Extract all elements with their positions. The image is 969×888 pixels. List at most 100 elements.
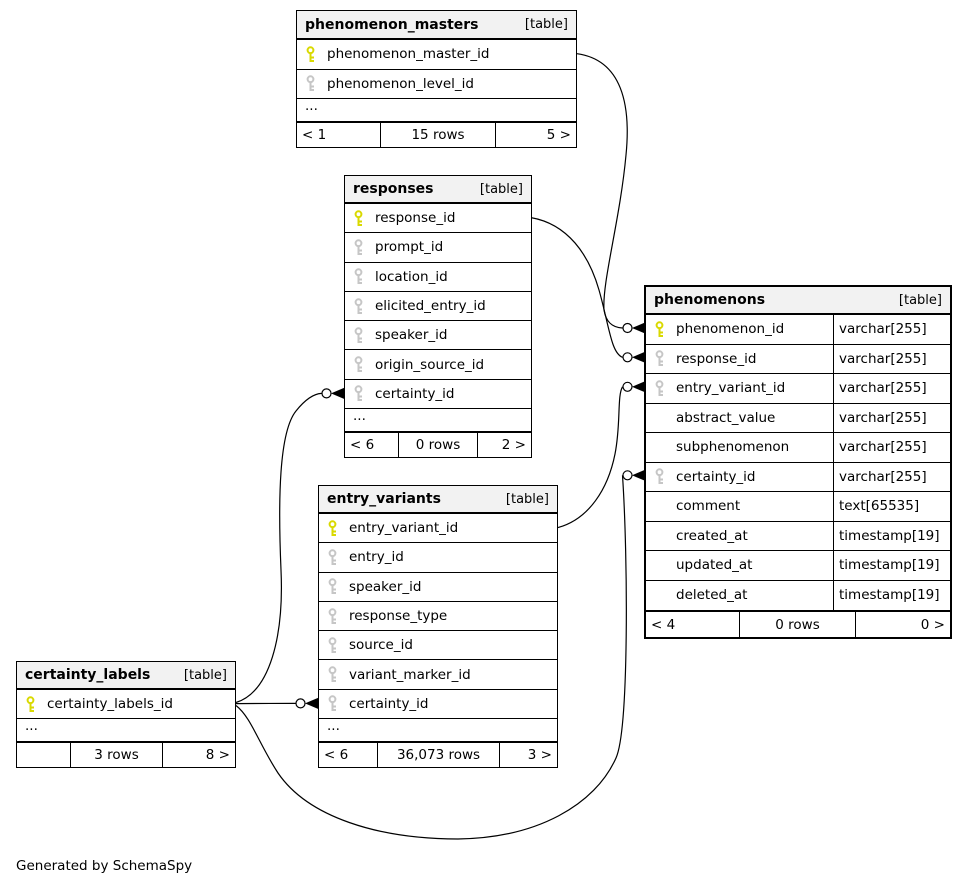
table-title[interactable]: phenomenon_masters [305,16,479,33]
column-name-label: entry_id [349,549,404,566]
key-slot [654,380,676,397]
truncated-columns-indicator: ... [327,718,340,735]
primary-key-icon [306,46,315,62]
table-type-tag: [table] [183,667,227,683]
footer-row-count: 0 rows [399,433,478,458]
table-title[interactable]: phenomenons [654,292,766,308]
column-row-response_id: response_id varchar[255] [646,344,950,374]
column-row-certainty_id: certainty_id [319,690,557,720]
edge-certainty_labels-entry_variants [235,697,318,709]
column-type-label: varchar[255] [833,462,950,491]
column-row-phenomenon_level_id: phenomenon_level_id [297,70,576,99]
table-header: responses [table] [345,176,531,204]
column-row-phenomenon_master_id: phenomenon_master_id [297,40,576,70]
foreign-key-icon [354,268,363,285]
column-type-label: varchar[255] [833,403,950,432]
column-type-label: timestamp[19] [833,521,950,550]
column-name-label: abstract_value [676,409,776,426]
key-slot [353,268,375,285]
column-name-label: comment [676,498,741,515]
column-name-label: location_id [375,268,448,285]
column-row-response_type: response_type [319,602,557,632]
key-slot [327,637,349,654]
column-row-elicited_entry_id: elicited_entry_id [345,292,531,322]
column-row-created_at: created_at timestamp[19] [646,521,950,551]
column-row-entry_id: entry_id [319,543,557,573]
column-name-label: response_id [676,350,757,367]
column-row-speaker_id: speaker_id [319,573,557,602]
footer-right-relations: 0 > [920,616,945,633]
footer-right-relations: 5 > [546,127,571,143]
table-title[interactable]: certainty_labels [25,667,151,683]
column-name-label: updated_at [676,557,753,574]
column-row-entry_variant_id: entry_variant_id [319,514,557,544]
primary-key-icon [354,209,363,226]
footer-left-relations: < 6 [319,743,378,768]
column-name-label: phenomenon_master_id [327,46,490,63]
table-type-tag: [table] [479,181,523,197]
column-name-label: deleted_at [676,587,748,604]
column-name-label: entry_variant_id [349,520,459,537]
column-type-label: varchar[255] [833,344,950,373]
footer-right-relations: 8 > [205,747,230,764]
edge-certainty_labels-phenomenons [235,469,645,840]
key-slot [327,519,349,537]
footer-left-relations: < 6 [345,433,399,458]
key-slot [327,578,349,595]
table-title[interactable]: entry_variants [327,491,441,507]
footer-right-relations: 3 > [527,747,552,764]
table-header: entry_variants[table] [319,486,557,514]
column-type-label: varchar[255] [833,315,950,344]
key-slot [353,385,375,402]
table-title[interactable]: responses [353,181,434,197]
primary-key-icon [26,695,35,712]
key-slot [25,695,47,713]
footer-row-count: 0 rows [740,612,856,637]
key-slot [327,695,349,712]
foreign-key-icon [655,468,664,485]
footer-right-relations: 2 > [501,437,526,454]
column-name-label: origin_source_id [375,356,485,373]
key-slot [327,607,349,625]
column-name-label: variant_marker_id [349,666,471,683]
column-name-label: certainty_id [375,385,455,402]
foreign-key-icon [328,578,337,595]
generated-by-note: Generated by SchemaSpy [16,858,193,874]
column-row-source_id: source_id [319,631,557,661]
column-row-prompt_id: prompt_id [345,233,531,263]
column-name-label: speaker_id [375,327,448,344]
column-row-variant_marker_id: variant_marker_id [319,660,557,690]
table-type-tag: [table] [898,292,942,308]
table-header: phenomenons [table] [646,287,950,315]
column-type-label: varchar[255] [833,433,950,462]
foreign-key-icon [328,666,337,683]
table-footer: 3 rows 8 > [17,741,235,768]
column-name-label: response_id [375,210,456,227]
table-certainty_labels: certainty_labels [table] certainty_labels_… [16,661,236,769]
footer-row-count: 15 rows [381,123,496,147]
truncated-columns-indicator: ... [353,408,366,425]
column-name-label: subphenomenon [676,439,790,456]
column-name-label: certainty_labels_id [47,696,173,713]
key-slot [654,321,676,338]
column-row-origin_source_id: origin_source_id [345,350,531,380]
edge-phenomenon_masters-phenomenons [576,53,645,334]
column-type-label: varchar[255] [833,374,950,403]
edge-certainty_labels-responses [235,387,344,704]
column-name-label: elicited_entry_id [375,298,486,315]
column-name-label: created_at [676,527,748,544]
column-name-label: phenomenon_level_id [327,75,474,92]
truncated-columns-indicator: ... [305,98,318,114]
foreign-key-icon [354,239,363,255]
footer-row-count: 3 rows [71,743,163,768]
table-header: certainty_labels [table] [17,662,235,690]
key-slot [654,350,676,367]
column-type-label: text[65535] [833,492,950,521]
